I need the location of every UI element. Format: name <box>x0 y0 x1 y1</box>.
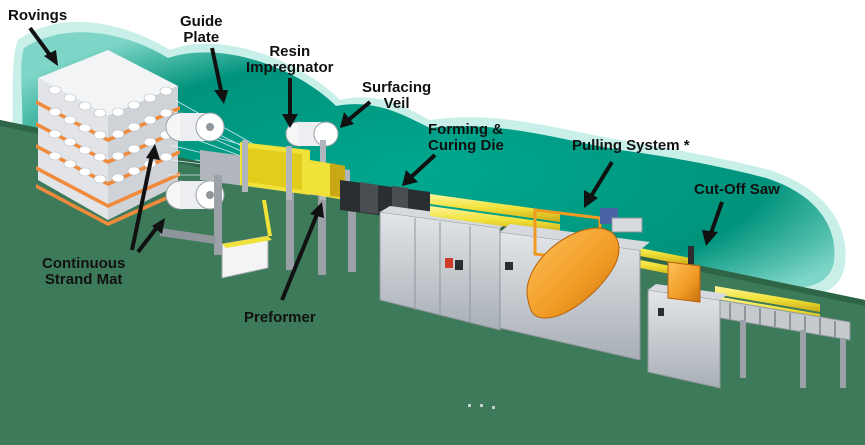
pulling-system <box>499 208 650 361</box>
resin-tub <box>221 200 272 279</box>
cut-off-saw <box>647 246 728 389</box>
label-guide-plate: Guide Plate <box>180 13 223 46</box>
label-forming-curing-die: Forming & Curing Die <box>428 121 504 154</box>
preformer <box>310 160 345 200</box>
label-surfacing-veil: Surfacing Veil <box>362 79 432 112</box>
resin-impregnator <box>240 140 310 200</box>
label-continuous-strand-mat: Continuous Strand Mat <box>42 255 126 288</box>
label-rovings: Rovings <box>8 7 68 24</box>
rovings-stack <box>36 50 180 226</box>
scribble-marks <box>468 404 495 409</box>
roller-table <box>719 299 851 388</box>
label-cut-off-saw: Cut-Off Saw <box>694 181 780 198</box>
label-arrows <box>28 26 724 301</box>
label-resin-impregnator: Resin Impregnator <box>246 43 334 76</box>
label-pulling-system: Pulling System * <box>572 137 690 154</box>
label-preformer: Preformer <box>244 309 316 326</box>
